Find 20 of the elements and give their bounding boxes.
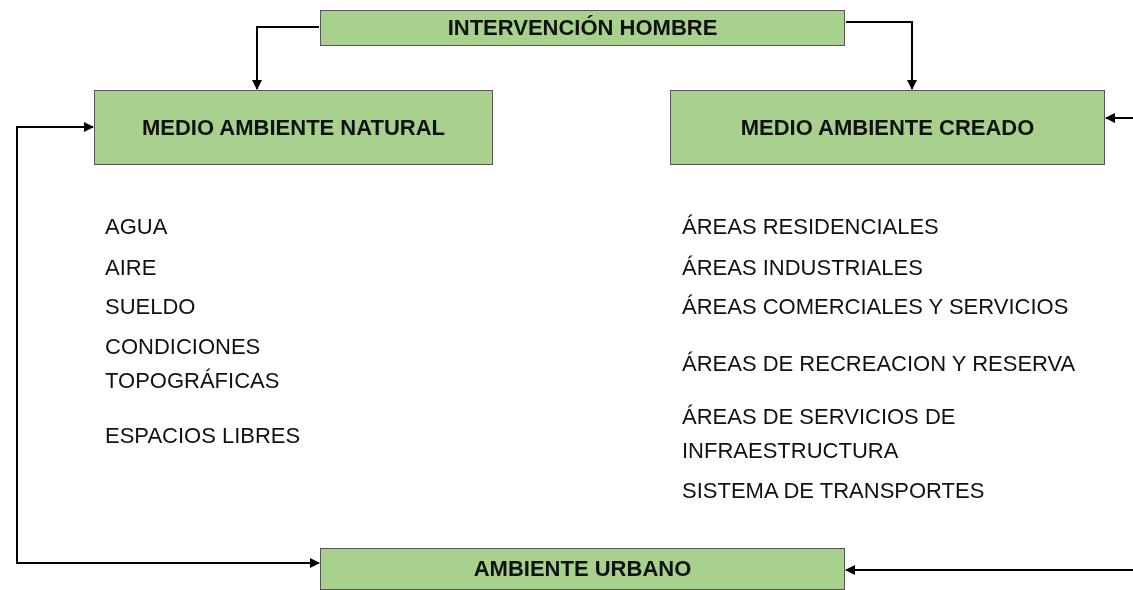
list-item: AGUA — [105, 213, 168, 241]
list-item: ÁREAS COMERCIALES Y SERVICIOS — [682, 293, 1069, 321]
list-item: ÁREAS DE SERVICIOS DE INFRAESTRUCTURA — [682, 403, 957, 465]
list-item: AIRE — [105, 254, 157, 282]
arrow — [845, 565, 1133, 575]
list-item: ÁREAS INDUSTRIALES — [682, 254, 923, 282]
process-box: INTERVENCIÓN HOMBRE — [320, 10, 845, 46]
arrow — [252, 26, 320, 90]
list-item: SISTEMA DE TRANSPORTES — [682, 477, 985, 505]
list-item: SUELDO — [105, 293, 196, 321]
list-item: ÁREAS RESIDENCIALES — [682, 213, 939, 241]
process-box: MEDIO AMBIENTE NATURAL — [94, 90, 493, 165]
process-box: AMBIENTE URBANO — [320, 548, 845, 590]
list-item: ÁREAS DE RECREACION Y RESERVA — [682, 350, 1076, 378]
arrow — [845, 21, 917, 90]
list-item: ESPACIOS LIBRES — [105, 422, 301, 450]
list-item: CONDICIONES TOPOGRÁFICAS — [105, 333, 281, 395]
process-box: MEDIO AMBIENTE CREADO — [670, 90, 1105, 165]
arrow — [1105, 113, 1133, 123]
arrow — [16, 122, 320, 568]
